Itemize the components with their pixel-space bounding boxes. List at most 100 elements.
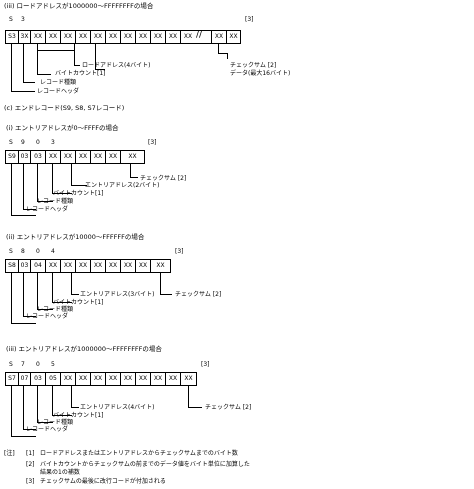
cell: 03 xyxy=(18,151,30,163)
label-load-address: ロードアドレス(4バイト) xyxy=(82,62,151,69)
label-entry-address: エントリアドレス(2バイト) xyxy=(85,182,160,189)
label-record-type: レコード種類 xyxy=(37,198,74,205)
label-record-type: レコード種類 xyxy=(37,306,74,313)
label-checksum: チェックサム [2] xyxy=(230,62,277,69)
hdr-char: 3 xyxy=(21,16,25,23)
cell: XX xyxy=(180,373,196,385)
cell: XX xyxy=(105,151,120,163)
cell: XX xyxy=(60,373,75,385)
break-mark-icon: // xyxy=(196,30,203,40)
cell: XX xyxy=(135,31,150,43)
cell: XX xyxy=(135,373,150,385)
ref-mark: [3] xyxy=(148,139,157,146)
ref-mark: [3] xyxy=(175,248,184,255)
record-row-s7 xyxy=(5,372,197,386)
cell: 3X xyxy=(18,31,30,43)
hdr-char: 4 xyxy=(51,248,55,255)
cell: XX xyxy=(45,151,60,163)
hdr-char: 3 xyxy=(51,139,55,146)
cell: S9 xyxy=(8,153,16,160)
notes-heading: [注] xyxy=(4,450,15,457)
label-checksum: チェックサム [2] xyxy=(140,175,187,182)
cell: XX xyxy=(75,260,90,272)
cell: XX xyxy=(45,260,60,272)
cell: XX xyxy=(120,151,144,163)
ref-mark: [3] xyxy=(201,361,210,368)
cell: XX xyxy=(45,31,60,43)
cell: XX xyxy=(105,260,120,272)
hdr-char: 0 xyxy=(36,248,40,255)
cell: XX xyxy=(105,31,120,43)
label-byte-count: バイトカウント[1] xyxy=(55,70,106,77)
section-title-entry-3byte: (ii) エントリアドレスが10000～FFFFFFの場合 xyxy=(6,233,145,241)
hdr-char: 0 xyxy=(36,139,40,146)
cell: 03 xyxy=(30,373,45,385)
ref-mark: [3] xyxy=(245,16,254,23)
hdr-char: S xyxy=(9,139,13,146)
label-record-header: レコードヘッダ xyxy=(26,313,69,320)
section-title-end-record: (c) エンドレコード(S9, S8, S7レコード) xyxy=(4,104,125,112)
note-2-number: [2] xyxy=(26,461,35,468)
label-byte-count: バイトカウント[1] xyxy=(53,412,104,419)
section-title-entry-2byte: (i) エントリアドレスが0～FFFFの場合 xyxy=(6,124,119,132)
cell: XX xyxy=(150,31,165,43)
cell: XX xyxy=(90,373,105,385)
note-2-text-cont: 結果の1の補数 xyxy=(40,469,80,476)
cell: 04 xyxy=(30,260,45,272)
hdr-char: 0 xyxy=(36,361,40,368)
label-data: データ(最大16バイト) xyxy=(230,70,291,77)
label-record-header: レコードヘッダ xyxy=(37,88,80,95)
section-title-entry-4byte: (iii) エントリアドレスが1000000～FFFFFFFFの場合 xyxy=(6,345,162,353)
cell: S3 xyxy=(8,33,16,40)
label-record-type: レコード種類 xyxy=(40,79,77,86)
cell: XX xyxy=(150,260,170,272)
hdr-char: 7 xyxy=(21,361,25,368)
cell: 05 xyxy=(45,373,60,385)
section-title-load-4byte: (iii) ロードアドレスが1000000～FFFFFFFFの場合 xyxy=(4,2,154,10)
label-checksum: チェックサム [2] xyxy=(175,291,222,298)
cell: 03 xyxy=(30,151,45,163)
cell: XX xyxy=(120,260,135,272)
cell: S8 xyxy=(8,262,16,269)
cell: XX xyxy=(165,31,180,43)
record-row-s9 xyxy=(5,150,145,164)
hdr-char: S xyxy=(9,16,13,23)
cell: XX xyxy=(120,373,135,385)
cell: 07 xyxy=(18,373,30,385)
cell: XX xyxy=(75,31,90,43)
note-3-text: チェックサムの最後に改行コードが付加される xyxy=(40,478,166,485)
cell: XX xyxy=(60,260,75,272)
hdr-char: S xyxy=(9,248,13,255)
cell: XX xyxy=(135,260,150,272)
label-entry-address: エントリアドレス(4バイト) xyxy=(80,404,155,411)
label-byte-count: バイトカウント[1] xyxy=(53,299,104,306)
cell: XX xyxy=(60,151,75,163)
note-1-number: [1] xyxy=(26,450,35,457)
cell: XX xyxy=(75,151,90,163)
cell: XX xyxy=(30,31,45,43)
hdr-char: 9 xyxy=(21,139,25,146)
note-1-text: ロードアドレスまたはエントリアドレスからチェックサムまでのバイト数 xyxy=(40,450,238,457)
cell: S7 xyxy=(8,375,16,382)
label-record-header: レコードヘッダ xyxy=(26,426,69,433)
cell: XX xyxy=(120,31,135,43)
cell: XX xyxy=(165,373,180,385)
note-2-text: バイトカウントからチェックサムの前までのデータ値をバイト単位に加算した xyxy=(40,461,250,468)
record-row-s3 xyxy=(5,30,241,44)
cell: 03 xyxy=(18,260,30,272)
cell: XX xyxy=(180,31,195,43)
cell: XX xyxy=(211,31,226,43)
label-entry-address: エントリアドレス(3バイト) xyxy=(80,291,155,298)
label-record-type: レコード種類 xyxy=(37,419,74,426)
note-3-number: [3] xyxy=(26,478,35,485)
cell: XX xyxy=(90,151,105,163)
record-row-s8 xyxy=(5,259,171,273)
cell: XX xyxy=(90,260,105,272)
label-checksum: チェックサム [2] xyxy=(205,404,252,411)
label-byte-count: バイトカウント[1] xyxy=(53,190,104,197)
hdr-char: 8 xyxy=(21,248,25,255)
cell: XX xyxy=(75,373,90,385)
hdr-char: 5 xyxy=(51,361,55,368)
hdr-char: S xyxy=(9,361,13,368)
cell: XX xyxy=(60,31,75,43)
